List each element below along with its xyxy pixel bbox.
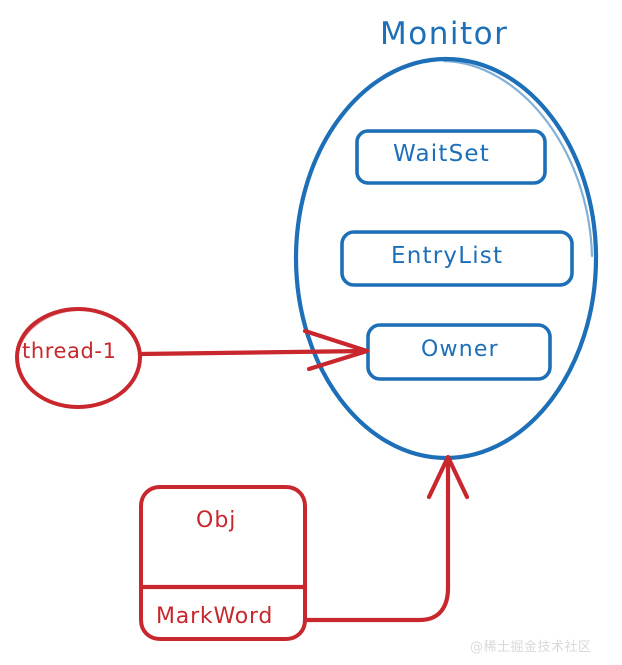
arrow-thread-to-owner (137, 328, 370, 372)
watermark-text: @稀土掘金技术社区 (470, 640, 592, 655)
thread-circle (15, 307, 142, 409)
waitset-label: WaitSet (393, 141, 490, 167)
waitset-box (355, 129, 547, 185)
entrylist-box (340, 230, 574, 287)
markword-label: MarkWord (156, 604, 274, 629)
obj-box (138, 485, 308, 641)
thread-label: thread-1 (22, 339, 117, 363)
entrylist-label: EntryList (391, 243, 504, 269)
obj-label: Obj (196, 508, 237, 533)
owner-box (366, 323, 552, 381)
owner-label: Owner (421, 337, 499, 362)
monitor-title: Monitor (380, 16, 509, 52)
arrow-markword-to-monitor (302, 454, 470, 623)
